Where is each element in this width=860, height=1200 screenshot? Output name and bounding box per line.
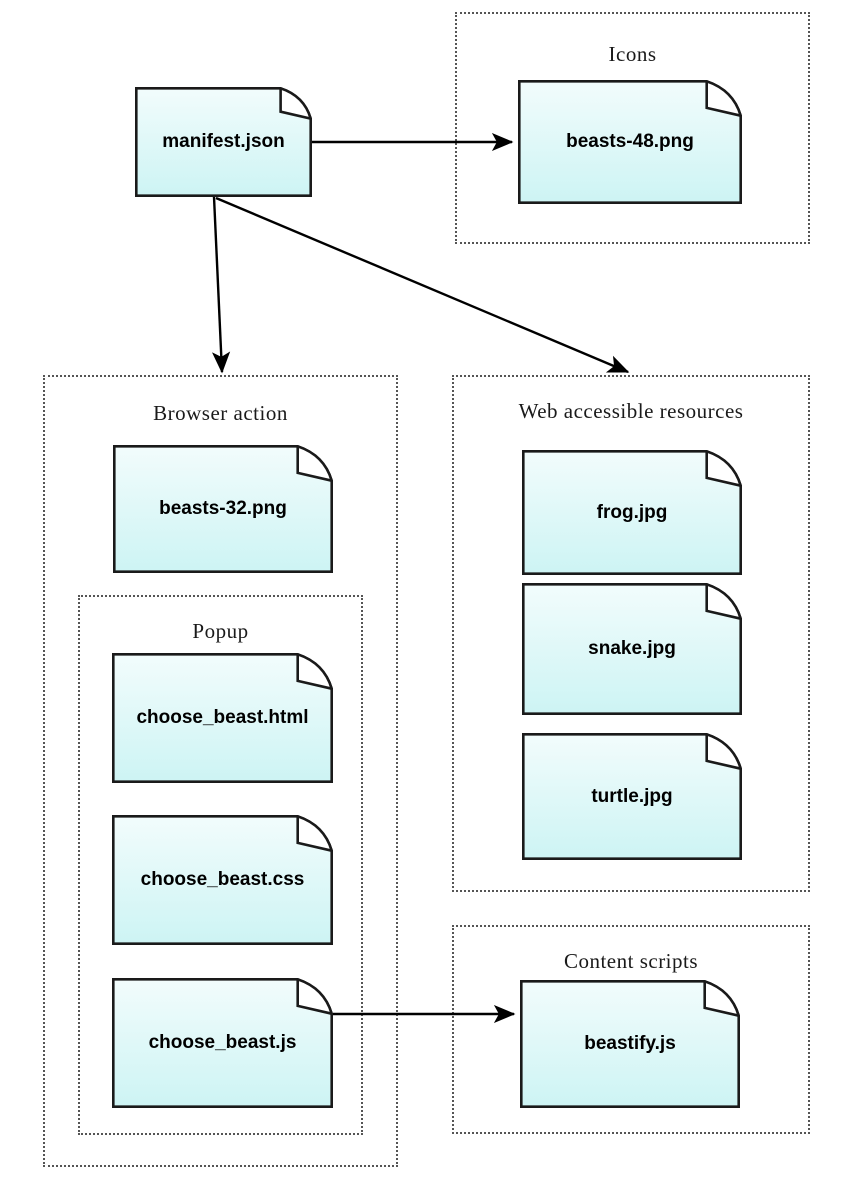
file-node-beasts-32-png[interactable]: beasts-32.png bbox=[113, 445, 333, 573]
file-node-beastify-js[interactable]: beastify.js bbox=[520, 980, 740, 1108]
file-node-snake-jpg[interactable]: snake.jpg bbox=[522, 583, 742, 715]
file-node-choose-beast-html[interactable]: choose_beast.html bbox=[112, 653, 333, 783]
file-node-beasts-48-png[interactable]: beasts-48.png bbox=[518, 80, 742, 204]
group-icons: Icons bbox=[455, 12, 810, 244]
file-node-turtle-jpg[interactable]: turtle.jpg bbox=[522, 733, 742, 860]
group-browser-action: Browser action bbox=[43, 375, 398, 1167]
group-label-web-accessible-resources: Web accessible resources bbox=[518, 399, 744, 423]
group-web-accessible-resources: Web accessible resources bbox=[452, 375, 810, 892]
group-label-icons: Icons bbox=[608, 42, 657, 66]
group-content-scripts: Content scripts bbox=[452, 925, 810, 1134]
group-label-browser-action: Browser action bbox=[153, 401, 288, 425]
file-node-manifest-json[interactable]: manifest.json bbox=[135, 87, 312, 197]
arrow-manifest-to-browser-action bbox=[211, 196, 231, 374]
group-label-popup: Popup bbox=[192, 619, 249, 643]
file-node-frog-jpg[interactable]: frog.jpg bbox=[522, 450, 742, 575]
group-popup: Popup bbox=[78, 595, 363, 1135]
file-node-choose-beast-js[interactable]: choose_beast.js bbox=[112, 978, 333, 1108]
file-node-choose-beast-css[interactable]: choose_beast.css bbox=[112, 815, 333, 945]
group-label-content-scripts: Content scripts bbox=[563, 949, 699, 973]
